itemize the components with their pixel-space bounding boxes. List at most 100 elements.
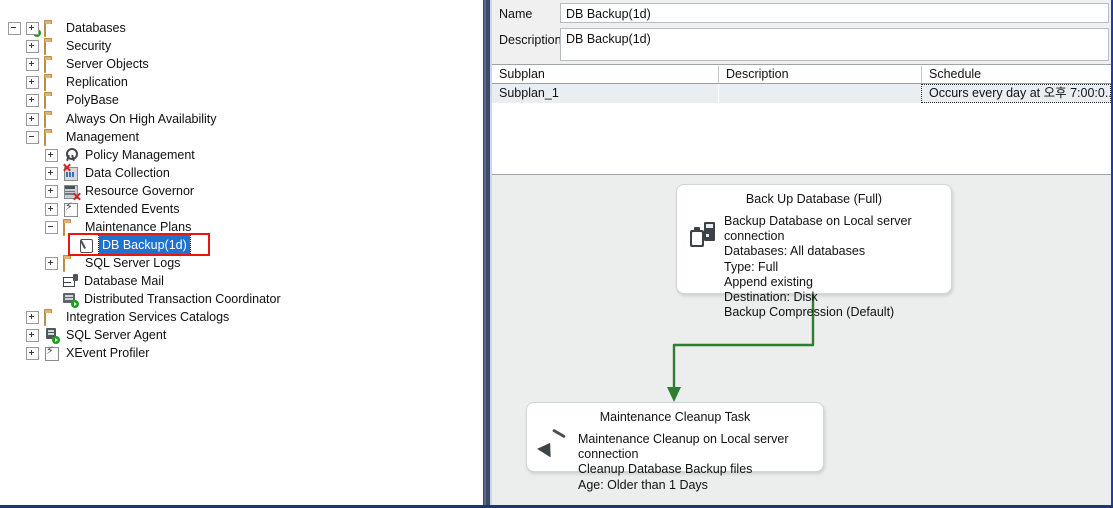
cell-schedule[interactable]: Occurs every day at 오후 7:00:0... — [929, 86, 1111, 100]
tree-node-database-mail[interactable]: Database Mail — [62, 272, 164, 290]
tree-node-label: Server Objects — [66, 57, 149, 71]
tree-node-db-backup-1d[interactable]: DB Backup(1d) — [78, 234, 191, 256]
folder-icon — [63, 219, 79, 236]
design-surface[interactable]: Back Up Database (Full) Backup Database … — [492, 175, 1111, 505]
expander-plus-icon[interactable] — [26, 328, 39, 342]
subplan-grid[interactable]: Subplan Description Schedule Subplan_1 O… — [492, 65, 1111, 175]
description-input[interactable]: DB Backup(1d) — [560, 28, 1109, 61]
tree-node-sql-server-logs[interactable]: SQL Server Logs — [45, 254, 180, 272]
tree-node-label: Distributed Transaction Coordinator — [84, 292, 281, 306]
tree-node-server-objects[interactable]: Server Objects — [26, 55, 149, 73]
expander-plus-icon[interactable] — [45, 148, 58, 162]
task-details: Maintenance Cleanup on Local server conn… — [578, 432, 789, 492]
focused-cell-indicator — [921, 84, 1111, 103]
data-collection-icon — [63, 165, 79, 181]
tree-node-label: Management — [66, 130, 139, 144]
folder-icon — [44, 309, 60, 326]
task-maintenance-cleanup[interactable]: Maintenance Cleanup Task Maintenance Cle… — [526, 402, 824, 492]
broom-icon — [537, 428, 569, 460]
folder-icon — [44, 92, 60, 109]
expander-minus-icon[interactable] — [8, 21, 21, 35]
tree-node-replication[interactable]: Replication — [26, 73, 128, 91]
tree-node-label: Security — [66, 39, 112, 53]
tree-node-label: Always On High Availability — [66, 112, 217, 126]
tree-node-label: Integration Services Catalogs — [66, 310, 230, 324]
panel-splitter[interactable] — [483, 0, 490, 505]
name-input[interactable]: DB Backup(1d) — [560, 3, 1109, 23]
backup-database-icon — [690, 222, 718, 250]
folder-icon — [63, 255, 79, 272]
tree-node-policy-management[interactable]: Policy Management — [45, 146, 195, 164]
tree-node-label: Resource Governor — [85, 184, 195, 198]
cell-description[interactable] — [719, 84, 921, 103]
task-details: Backup Database on Local server connecti… — [724, 214, 912, 320]
expander-plus-icon[interactable] — [26, 112, 39, 126]
tree-node-databases[interactable]: Databases — [26, 19, 126, 37]
tree-node-label: Replication — [66, 75, 128, 89]
tree-node-label: Database Mail — [84, 274, 164, 288]
task-back-up-database[interactable]: Back Up Database (Full) Backup Database … — [676, 184, 952, 319]
folder-icon — [44, 111, 60, 128]
expander-plus-icon[interactable] — [45, 256, 58, 270]
tree-node-xevent-profiler[interactable]: XEvent Profiler — [26, 342, 150, 362]
tree-node-always-on-high-availability[interactable]: Always On High Availability — [26, 110, 217, 128]
name-label: Name — [499, 7, 533, 21]
task-title: Maintenance Cleanup Task — [599, 410, 751, 424]
subplan-grid-header: Subplan Description Schedule — [492, 65, 1111, 84]
folder-icon — [44, 20, 60, 37]
column-header-description[interactable]: Description — [726, 67, 789, 81]
tree-node-distributed-transaction-coordinator[interactable]: Distributed Transaction Coordinator — [62, 290, 281, 308]
tree-node-security[interactable]: Security — [26, 37, 111, 55]
expander-minus-icon[interactable] — [45, 220, 58, 234]
object-explorer-tree[interactable]: Databases Security Server Objects Replic… — [0, 0, 483, 505]
tree-node-label: Extended Events — [85, 202, 180, 216]
expander-plus-icon[interactable] — [26, 310, 39, 324]
folder-icon — [44, 38, 60, 55]
tree-node-label: Data Collection — [85, 166, 170, 180]
column-header-subplan[interactable]: Subplan — [499, 67, 545, 81]
tree-node-resource-governor[interactable]: Resource Governor — [45, 182, 194, 200]
folder-icon — [44, 56, 60, 73]
folder-icon — [44, 129, 60, 146]
expander-plus-icon[interactable] — [45, 166, 58, 180]
column-divider[interactable] — [718, 66, 719, 83]
plan-properties-header: Name DB Backup(1d) Description DB Backup… — [492, 0, 1111, 65]
tree-node-label: SQL Server Logs — [85, 256, 181, 270]
description-label: Description — [499, 33, 562, 47]
tree-node-integration-services-catalogs[interactable]: Integration Services Catalogs — [26, 308, 229, 326]
extended-events-icon — [63, 198, 79, 217]
expander-plus-icon[interactable] — [26, 75, 39, 89]
folder-icon — [44, 74, 60, 91]
column-divider[interactable] — [921, 66, 922, 83]
tree-node-label: SQL Server Agent — [66, 328, 167, 342]
tree-node-extended-events[interactable]: Extended Events — [45, 198, 180, 218]
expander-plus-icon[interactable] — [26, 346, 39, 360]
tree-node-label: Maintenance Plans — [85, 220, 192, 234]
expander-plus-icon[interactable] — [26, 21, 39, 35]
resource-governor-icon — [63, 183, 79, 199]
tree-node-sql-server-agent[interactable]: SQL Server Agent — [26, 326, 166, 344]
cell-subplan[interactable]: Subplan_1 — [499, 86, 559, 100]
expander-plus-icon[interactable] — [26, 57, 39, 71]
expander-minus-icon[interactable] — [26, 130, 39, 144]
tree-node-management[interactable]: Management — [26, 128, 139, 146]
window-bottom-border — [0, 505, 1113, 508]
cell-divider — [718, 84, 719, 103]
expander-plus-icon[interactable] — [45, 202, 58, 216]
panel-splitter-highlight — [484, 0, 486, 505]
tree-node-label: DB Backup(1d) — [98, 234, 191, 256]
expander-plus-icon[interactable] — [26, 39, 39, 53]
tree-node-label: Policy Management — [85, 148, 195, 162]
tree-node-maintenance-plans[interactable]: Maintenance Plans — [45, 218, 191, 236]
maintenance-plan-icon — [78, 237, 94, 253]
table-row[interactable]: Subplan_1 Occurs every day at 오후 7:00:0.… — [492, 84, 1111, 103]
expander-plus-icon[interactable] — [26, 93, 39, 107]
tree-node-label: XEvent Profiler — [66, 346, 150, 360]
policy-management-icon — [63, 147, 79, 163]
tree-node-data-collection[interactable]: Data Collection — [45, 164, 170, 182]
panel-splitter-gap — [490, 0, 492, 505]
column-header-schedule[interactable]: Schedule — [929, 67, 982, 81]
expander-plus-icon[interactable] — [45, 184, 58, 198]
tree-node-label: PolyBase — [66, 93, 119, 107]
tree-node-polybase[interactable]: PolyBase — [26, 91, 119, 109]
